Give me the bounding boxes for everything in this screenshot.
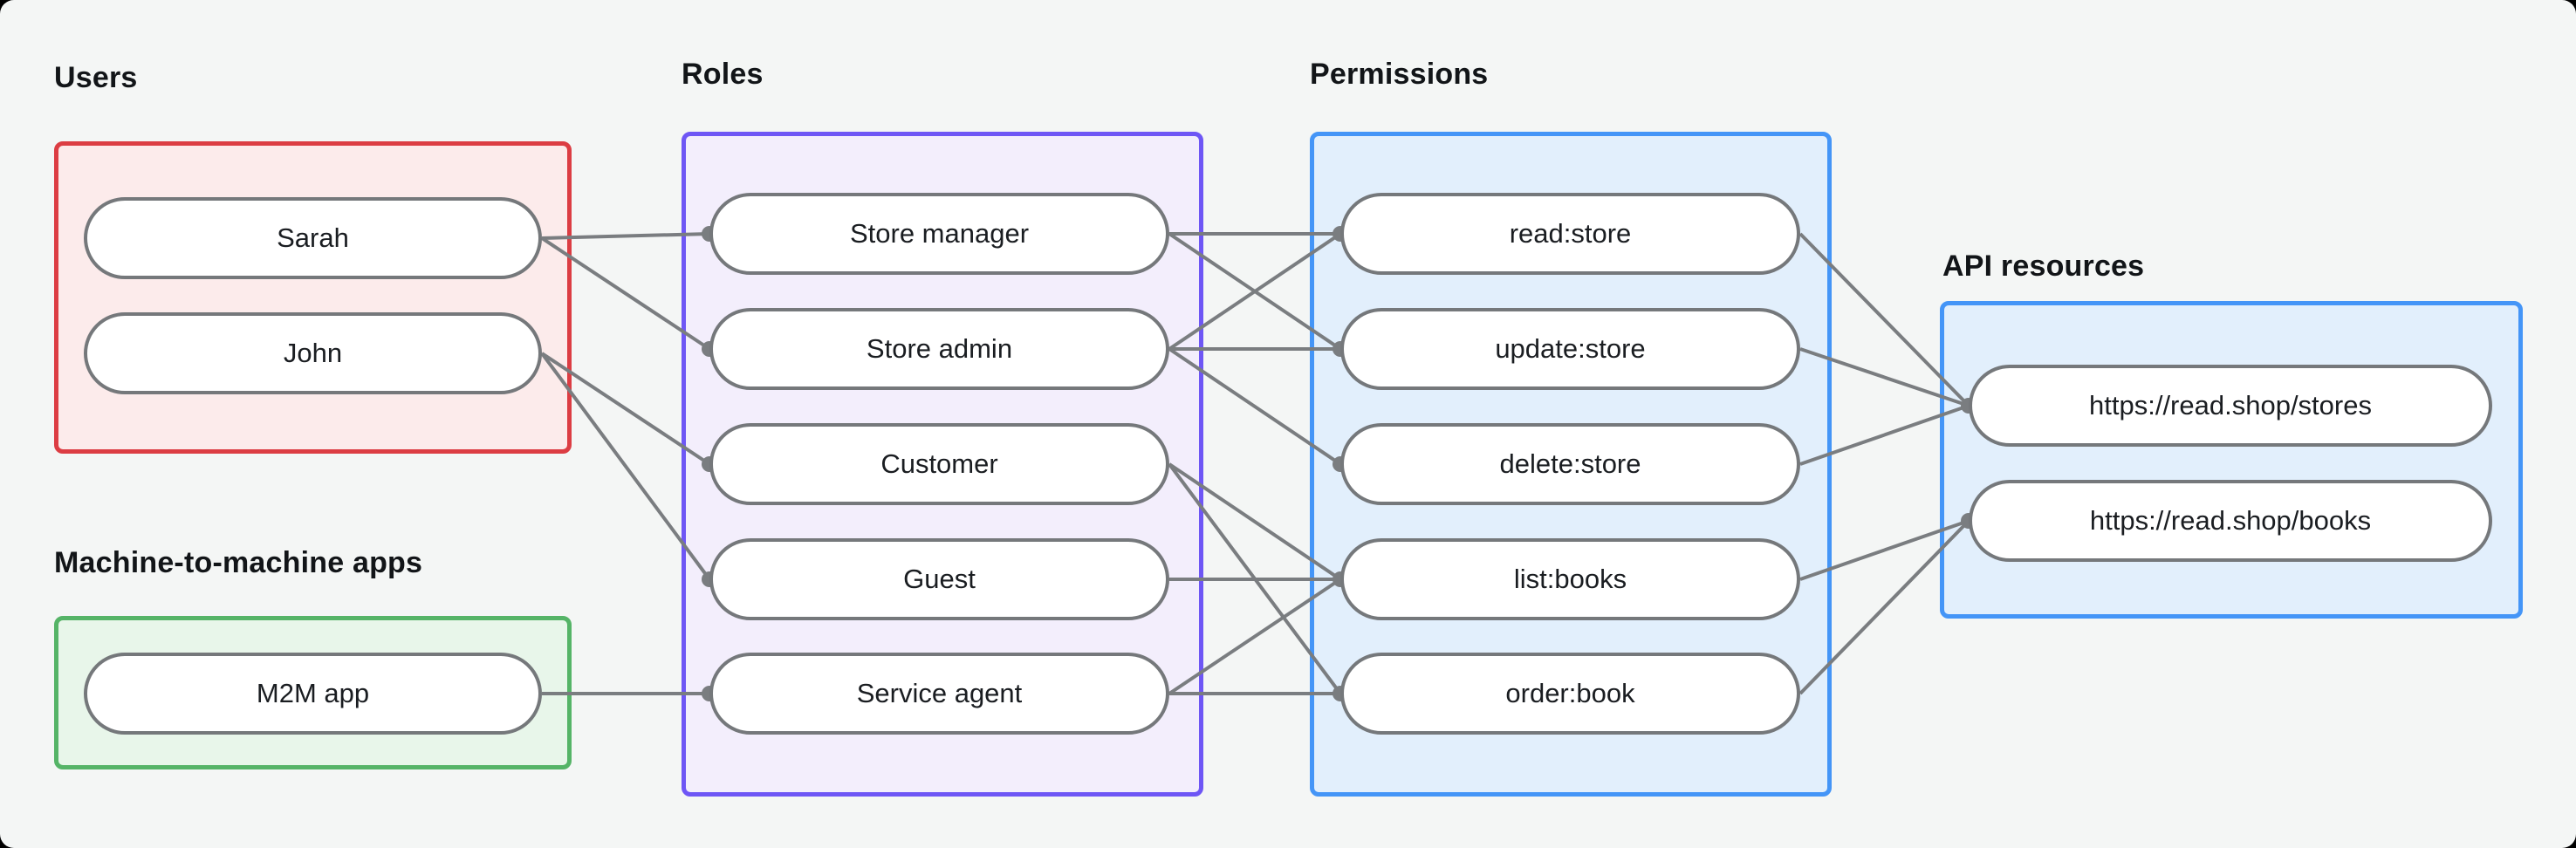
node-pill-service-agent: Service agent (709, 653, 1169, 735)
node-pill-read-store: read:store (1340, 193, 1800, 275)
node-pill-store-manager: Store manager (709, 193, 1169, 275)
api-resources-section-label: API resources (1942, 250, 2145, 283)
api-resources-group-box (1940, 301, 2523, 619)
node-pill-stores: https://read.shop/stores (1969, 365, 2492, 447)
node-pill-delete-store: delete:store (1340, 423, 1800, 505)
node-pill-list-books: list:books (1340, 538, 1800, 620)
node-pill-m2m-app: M2M app (84, 653, 542, 735)
permissions-section-label: Permissions (1310, 58, 1489, 91)
node-pill-update-store: update:store (1340, 308, 1800, 390)
node-pill-order-book: order:book (1340, 653, 1800, 735)
roles-section-label: Roles (682, 58, 764, 91)
m2m-apps-section-label: Machine-to-machine apps (54, 546, 423, 579)
node-pill-guest: Guest (709, 538, 1169, 620)
users-section-label: Users (54, 61, 138, 94)
node-pill-store-admin: Store admin (709, 308, 1169, 390)
node-pill-john: John (84, 312, 542, 394)
node-pill-books: https://read.shop/books (1969, 480, 2492, 562)
node-pill-sarah: Sarah (84, 197, 542, 279)
node-pill-customer: Customer (709, 423, 1169, 505)
users-group-box (54, 141, 572, 454)
